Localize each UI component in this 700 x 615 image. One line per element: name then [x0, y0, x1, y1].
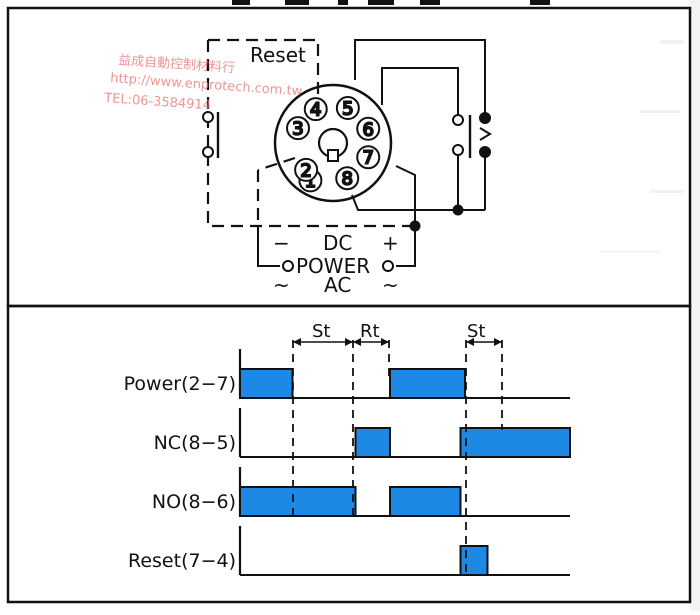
- interval-arrow: [466, 338, 502, 346]
- reset-label: Reset: [250, 43, 306, 67]
- timing-row-label: Reset(7−4): [128, 550, 236, 572]
- reset-dashed-loop: [206, 38, 415, 228]
- tilde-right: ~: [382, 273, 399, 297]
- wire-pin2-power: [257, 226, 280, 267]
- wire-pin6-to-no: [381, 67, 459, 118]
- plus-label: +: [382, 231, 399, 255]
- cropped-title-fragments: [232, 0, 550, 5]
- wiring-labels: Reset − DC + POWER ~ AC ~: [250, 43, 399, 297]
- socket-pin-label: 6: [363, 119, 374, 140]
- socket-pin-4: 4: [303, 97, 328, 122]
- timing-pulse: [354, 427, 391, 458]
- wire-pin5-to-nc: [354, 39, 486, 118]
- dc-label: DC: [323, 231, 352, 255]
- ac-label: AC: [324, 273, 351, 297]
- timing-row-label: NC(8−5): [154, 432, 236, 454]
- socket-pin-2: 2: [294, 157, 319, 182]
- tilde-left: ~: [273, 273, 290, 297]
- socket-pin-3: 3: [286, 116, 311, 141]
- socket-pin-6: 6: [356, 116, 381, 141]
- socket-pin-8: 8: [335, 166, 360, 191]
- minus-label: −: [273, 231, 290, 255]
- wire-pin8-common: [351, 194, 485, 211]
- st-label-1: St: [312, 321, 330, 342]
- reset-switch: [202, 111, 220, 158]
- timing-row: Power(2−7): [124, 349, 570, 399]
- timing-pulse: [459, 427, 571, 458]
- interval-arrow: [353, 338, 389, 346]
- timing-pulse: [389, 368, 466, 399]
- timing-row-label: NO(8−6): [152, 491, 236, 513]
- timing-row: NC(8−5): [154, 408, 571, 458]
- scan-artifacts: [600, 0, 700, 611]
- socket-pin-7: 7: [356, 145, 381, 170]
- watermark-line-3: TEL:06-3584914: [103, 91, 212, 113]
- interval-labels: St Rt St: [312, 321, 485, 342]
- timing-row-label: Power(2−7): [124, 373, 236, 395]
- relay-socket: [273, 83, 393, 203]
- socket-pin-label: 4: [310, 100, 321, 121]
- rt-label: Rt: [360, 321, 380, 342]
- timing-pulse: [389, 486, 462, 517]
- timing-panel-border: [6, 304, 692, 604]
- relay-arrow: [479, 127, 492, 141]
- wire-pin7-power: [395, 165, 416, 267]
- timing-row: Reset(7−4): [128, 526, 570, 576]
- socket-pin-label: 5: [342, 99, 353, 120]
- socket-pin-5: 5: [335, 96, 360, 121]
- socket-pin-label: 7: [363, 148, 374, 169]
- power-label: POWER: [296, 254, 370, 278]
- st-label-2: St: [467, 321, 485, 342]
- timing-diagram: Power(2−7) NC(8−5) NO(8−6) Reset(7−4): [124, 338, 571, 578]
- socket-pin-label: 3: [292, 119, 303, 140]
- socket-pin-label: 8: [342, 169, 353, 190]
- socket-key-notch: [327, 149, 339, 162]
- interval-arrow: [293, 338, 353, 346]
- timing-pulse: [239, 368, 294, 399]
- timing-row: NO(8−6): [152, 467, 570, 517]
- timing-pulse: [459, 545, 489, 576]
- timing-pulse: [239, 486, 357, 517]
- socket-pin-label: 2: [300, 160, 311, 181]
